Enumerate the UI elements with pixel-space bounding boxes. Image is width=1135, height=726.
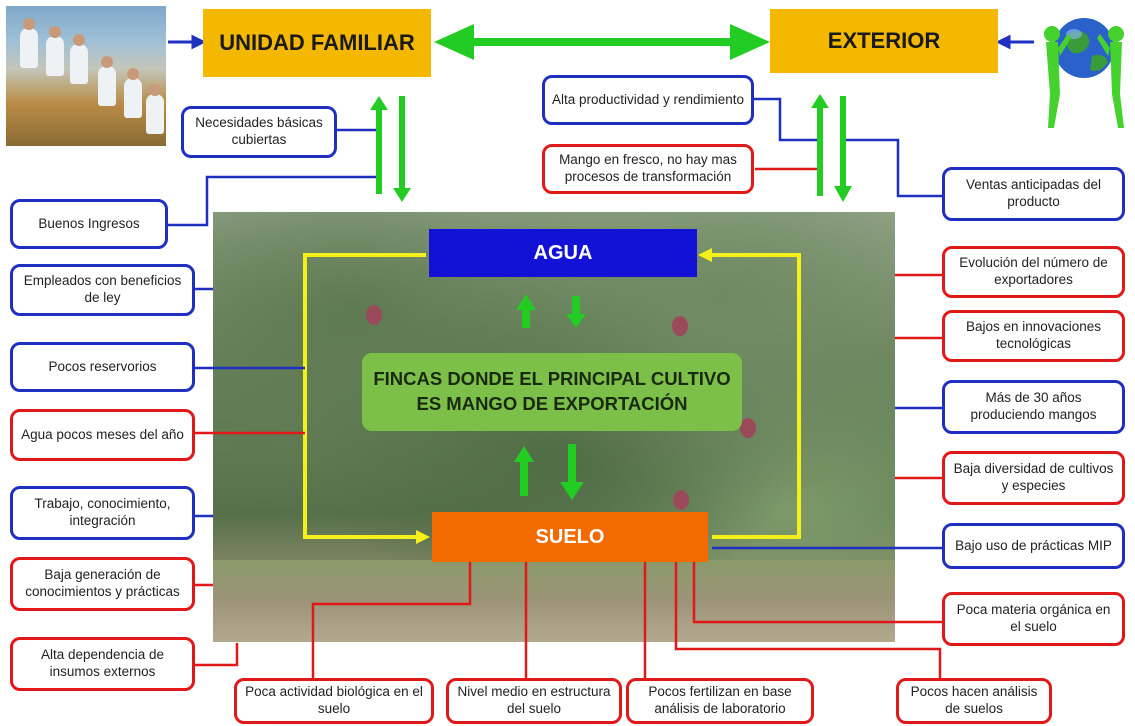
main-line-1: FINCAS DONDE EL PRINCIPAL CULTIVO xyxy=(373,368,731,390)
note-bajo-uso: Bajo uso de prácticas MIP xyxy=(942,523,1125,569)
exterior-label: EXTERIOR xyxy=(827,28,941,53)
note-agua-pocos: Agua pocos meses del año xyxy=(10,409,195,461)
mango-fruit xyxy=(673,490,689,510)
note-poca-actividad: Poca actividad biológica en el suelo xyxy=(234,678,434,724)
globe-people-icon xyxy=(1044,18,1124,128)
note-evolucion: Evolución del número de exportadores xyxy=(942,246,1125,298)
mango-fruit xyxy=(740,418,756,438)
note-empleados: Empleados con beneficios de ley xyxy=(10,264,195,316)
note-ventas: Ventas anticipadas del producto xyxy=(942,167,1125,221)
suelo-box: SUELO xyxy=(432,512,708,562)
orchard-ground xyxy=(213,560,895,642)
mango-fruit xyxy=(672,316,688,336)
note-baja-generacion: Baja generación de conocimientos y práct… xyxy=(10,557,195,611)
main-line-2: ES MANGO DE EXPORTACIÓN xyxy=(416,393,688,414)
note-nivel-medio: Nivel medio en estructura del suelo xyxy=(446,678,622,724)
note-mango-fresco: Mango en fresco, no hay mas procesos de … xyxy=(542,144,754,194)
note-alta-productividad: Alta productividad y rendimiento xyxy=(542,75,754,125)
agua-box: AGUA xyxy=(429,229,697,277)
unidad-familiar-label: UNIDAD FAMILIAR xyxy=(219,30,415,55)
note-mas-30: Más de 30 años produciendo mangos xyxy=(942,380,1125,434)
exterior-box: EXTERIOR xyxy=(770,9,998,73)
workers-photo xyxy=(6,6,166,146)
note-alta-dependencia: Alta dependencia de insumos externos xyxy=(10,637,195,691)
note-trabajo: Trabajo, conocimiento, integración xyxy=(10,486,195,540)
unidad-familiar-box: UNIDAD FAMILIAR xyxy=(203,9,431,77)
main-concept-box: FINCAS DONDE EL PRINCIPAL CULTIVO ES MAN… xyxy=(362,353,742,431)
note-buenos-ingresos: Buenos Ingresos xyxy=(10,199,168,249)
note-pocos-fertilizan: Pocos fertilizan en base análisis de lab… xyxy=(626,678,814,724)
note-pocos-reservorios: Pocos reservorios xyxy=(10,342,195,392)
note-pocos-analisis: Pocos hacen análisis de suelos xyxy=(896,678,1052,724)
note-necesidades: Necesidades básicas cubiertas xyxy=(181,106,337,158)
note-baja-diversidad: Baja diversidad de cultivos y especies xyxy=(942,451,1125,505)
suelo-label: SUELO xyxy=(535,525,605,548)
note-bajos-innovaciones: Bajos en innovaciones tecnológicas xyxy=(942,310,1125,362)
agua-label: AGUA xyxy=(533,241,593,264)
mango-fruit xyxy=(366,305,382,325)
note-poca-materia: Poca materia orgánica en el suelo xyxy=(942,592,1125,646)
